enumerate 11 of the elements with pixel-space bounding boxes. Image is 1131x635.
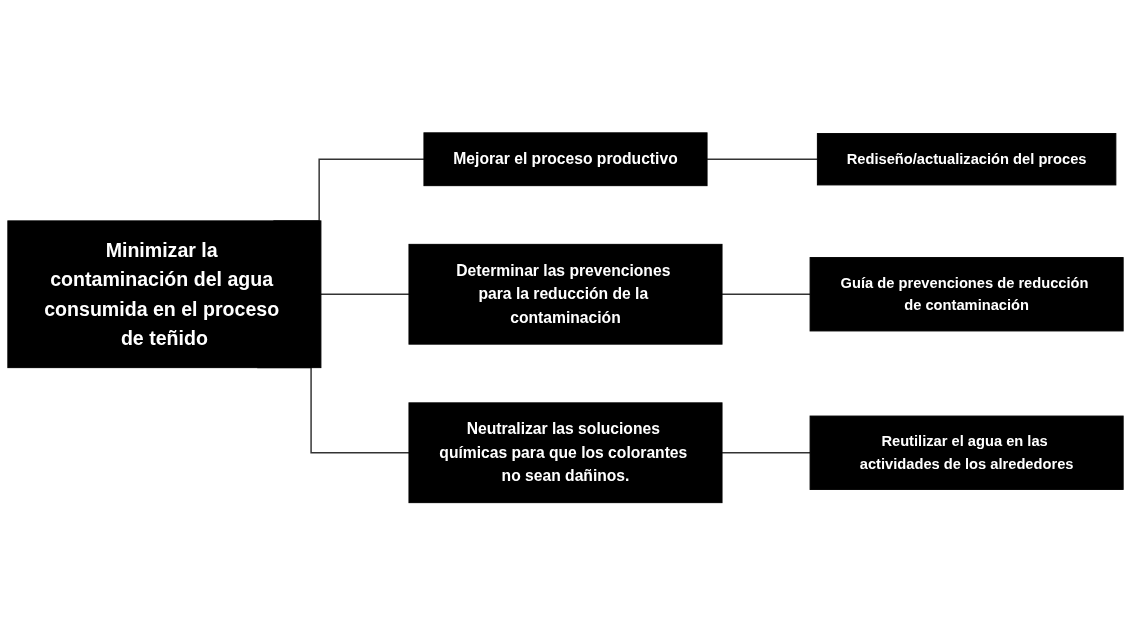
node-box: Neutralizar las soluciones químicas para que los colorantes no sean dañinos. xyxy=(408,402,723,503)
connector xyxy=(721,293,811,295)
node-box: Minimizar la contaminación del agua consumida en el proceso de teñido xyxy=(7,220,322,368)
connector xyxy=(721,451,811,454)
node-box: Rediseño/actualización del proces xyxy=(816,132,1117,186)
node-box: Reutilizar el agua en las actividades de los alrededores xyxy=(809,415,1124,490)
connector xyxy=(706,158,819,160)
node-box: Mejorar el proceso productivo xyxy=(423,132,708,186)
node-box: Guía de prevenciones de reducción de contaminación xyxy=(809,256,1124,332)
connector xyxy=(320,293,410,295)
node-box: Determinar las prevenciones para la reducción de la contaminación xyxy=(408,243,723,345)
